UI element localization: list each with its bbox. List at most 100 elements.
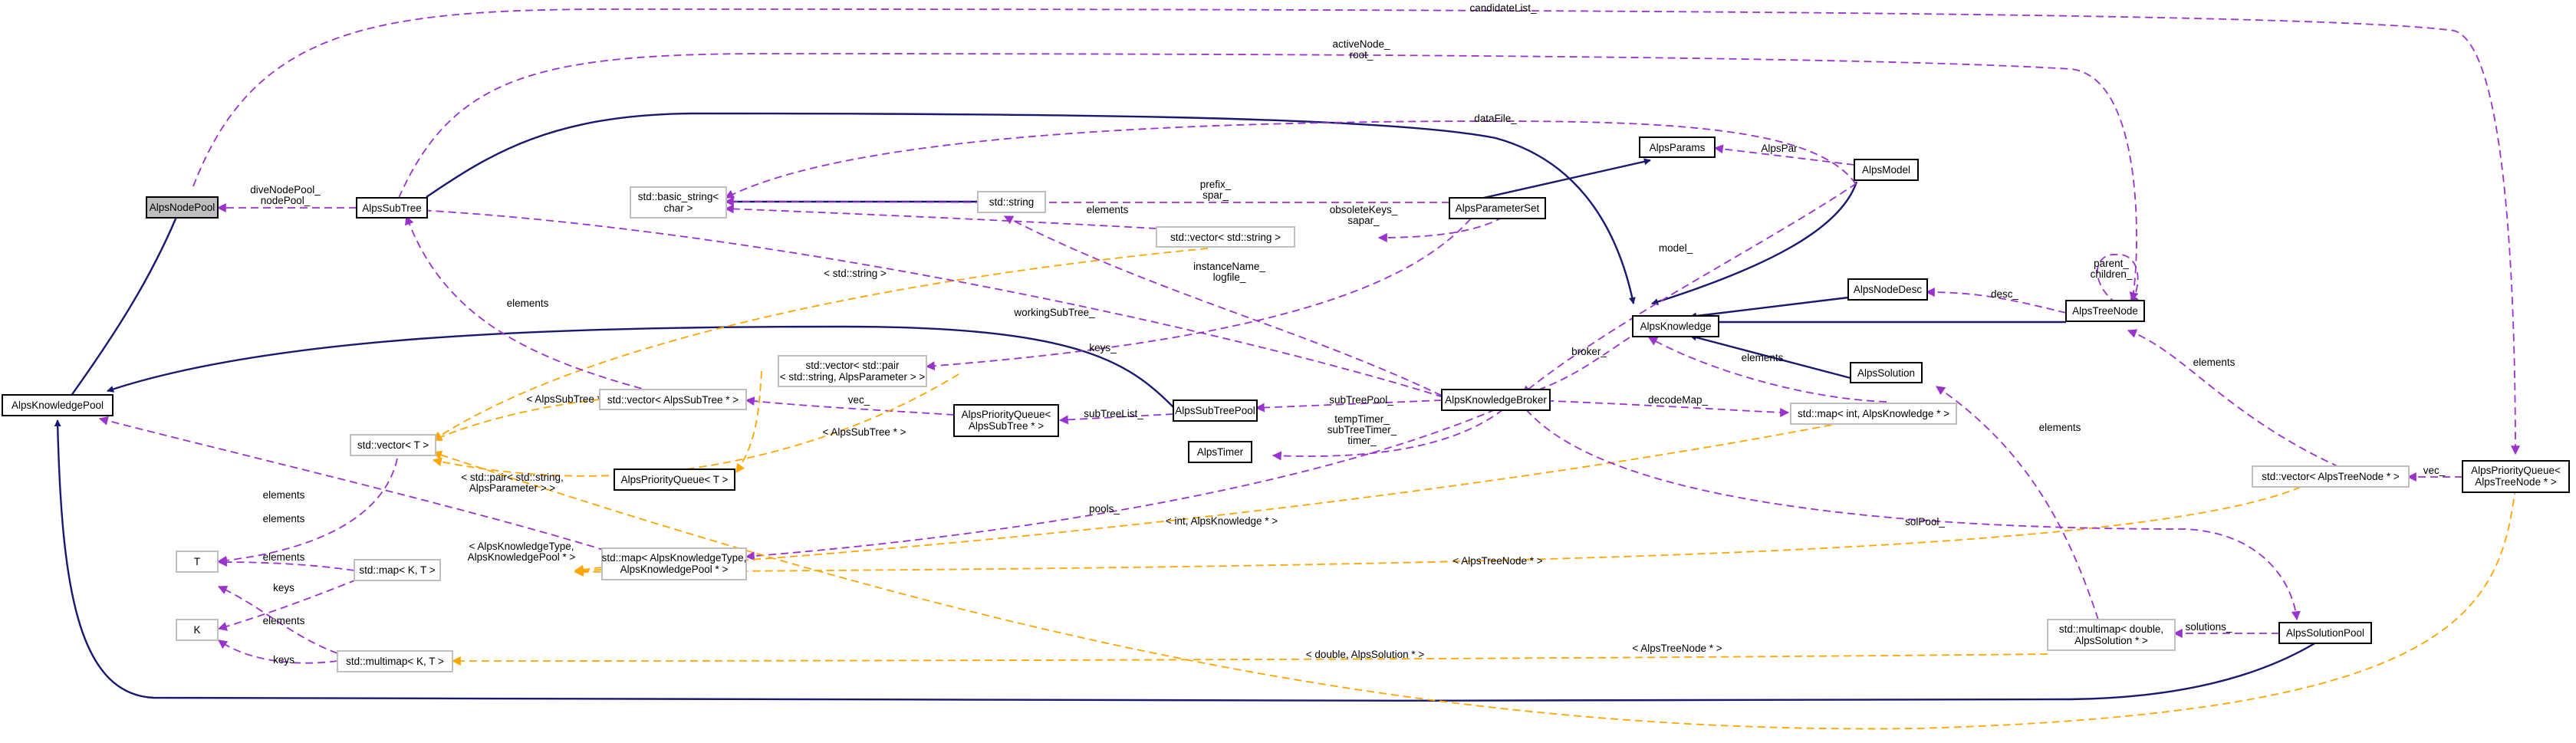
label-solutions: solutions_: [2186, 621, 2232, 633]
edge-pair-tpl: [432, 373, 959, 477]
edge-broker: [1521, 337, 1630, 397]
label-map-keys: keys: [273, 582, 294, 593]
edge-subtree-to-knowledge: [426, 112, 1636, 304]
label-instancename: instanceName_: [1193, 261, 1265, 272]
node-alpsknowledge[interactable]: AlpsKnowledge: [1632, 315, 1719, 337]
node-T[interactable]: T: [176, 551, 219, 573]
label-logfile: logfile_: [1213, 271, 1246, 283]
edge-instancename: [1003, 215, 1443, 396]
node-label: AlpsParameterSet: [1456, 202, 1540, 214]
node-multimap-KT[interactable]: std::multimap< K, T >: [337, 650, 453, 672]
edge-labels: candidateList_ activeNode_ root_ diveNod…: [250, 2, 2446, 666]
node-label: AlpsKnowledge: [1640, 321, 1711, 332]
label-kpool-tpl-1: < AlpsKnowledgeType,: [469, 541, 574, 552]
node-alpssubtreepool[interactable]: AlpsSubTreePool: [1173, 399, 1258, 422]
node-pq-T[interactable]: AlpsPriorityQueue< T >: [614, 468, 735, 491]
edge-multimap-elements: [217, 586, 338, 654]
label-map-elements: elements: [263, 551, 305, 563]
node-pq-subtree[interactable]: AlpsPriorityQueue< AlpsSubTree * >: [953, 404, 1059, 437]
node-alpsknowledgebroker[interactable]: AlpsKnowledgeBroker: [1441, 389, 1551, 411]
node-label: std::vector< AlpsTreeNode * >: [2262, 471, 2400, 482]
edge-params-to-parameterset: [1469, 158, 1651, 202]
label-subtreelist: subTreeList_: [1084, 408, 1143, 419]
node-alpsknowledgepool[interactable]: AlpsKnowledgePool: [2, 394, 114, 416]
node-label: std::vector< std::string >: [1170, 232, 1281, 243]
label-vec-treenode: vec_: [2423, 465, 2446, 476]
node-alpsparams[interactable]: AlpsParams: [1639, 136, 1716, 158]
label-T-elements: elements: [263, 513, 305, 524]
label-obsoletekeys: obsoleteKeys_: [1330, 204, 1398, 215]
edge-map-keys: [217, 579, 357, 631]
label-divenodepool: diveNodePool_: [250, 184, 321, 196]
node-alpstimer[interactable]: AlpsTimer: [1188, 441, 1252, 463]
node-alpssolution[interactable]: AlpsSolution: [1850, 362, 1923, 383]
label-children: children_: [2091, 268, 2133, 280]
node-vector-pair[interactable]: std::vector< std::pair < std::string, Al…: [778, 355, 927, 387]
node-label: AlpsNodePool: [150, 202, 215, 213]
label-broker: broker_: [1571, 346, 1607, 357]
edge-subtree-tpl2: [735, 370, 762, 473]
label-desc: desc_: [1991, 288, 2019, 300]
label-pair-tpl-1: < std::pair< std::string,: [461, 472, 564, 483]
node-label: T: [194, 556, 200, 567]
node-label: char >: [664, 202, 693, 214]
node-basic-string[interactable]: std::basic_string< char >: [630, 186, 727, 219]
node-map-KT[interactable]: std::map< K, T >: [354, 559, 441, 581]
edge-subtree-tpl: [432, 399, 600, 442]
node-std-string[interactable]: std::string: [977, 191, 1046, 213]
edge-model-to-knowledge: [1651, 181, 1858, 305]
node-alpsmodel[interactable]: AlpsModel: [1854, 159, 1919, 181]
node-label: AlpsSolutionPool: [2286, 627, 2364, 639]
node-label: std::map< int, AlpsKnowledge * >: [1798, 408, 1949, 419]
label-temptimer: tempTimer_: [1334, 413, 1390, 425]
node-alpssolutionpool[interactable]: AlpsSolutionPool: [2278, 622, 2372, 644]
node-alpstreenode[interactable]: AlpsTreeNode: [2065, 300, 2145, 322]
node-alpsnodedesc[interactable]: AlpsNodeDesc: [1847, 278, 1928, 301]
node-multimap-double[interactable]: std::multimap< double, AlpsSolution * >: [2047, 619, 2176, 651]
edge-double-solution-tpl: [451, 653, 2048, 666]
node-label: AlpsTreeNode: [2072, 305, 2138, 317]
node-label: AlpsSubTree * >: [969, 420, 1044, 432]
edge-decodemap: [1533, 399, 1790, 417]
label-activenode: activeNode_: [1332, 38, 1390, 50]
node-pq-treenode[interactable]: AlpsPriorityQueue< AlpsTreeNode * >: [2462, 460, 2570, 493]
node-label: AlpsPriorityQueue<: [2471, 465, 2561, 476]
label-vec-subtree: vec_: [848, 394, 870, 406]
node-map-knowledgepool[interactable]: std::map< AlpsKnowledgeType, AlpsKnowled…: [601, 547, 747, 580]
label-std-string-tpl: < std::string >: [824, 268, 887, 279]
edge-map-elements: [217, 557, 355, 571]
label-subtreetimer: subTreeTimer_: [1327, 424, 1397, 436]
label-int-knowledge-tpl: < int, AlpsKnowledge * >: [1166, 515, 1278, 527]
label-multimap-elements: elements: [263, 615, 305, 626]
edge-subtreepool-to-knowledgepool: [107, 325, 1174, 408]
label-prefix: prefix_: [1200, 179, 1232, 190]
label-alpspar: AlpsPar: [1761, 143, 1798, 154]
node-label: AlpsNodeDesc: [1854, 284, 1923, 295]
node-label: AlpsSolution: [1857, 367, 1915, 379]
edge-treenode-vector-elements: [2127, 329, 2340, 468]
node-label: AlpsParams: [1650, 142, 1706, 153]
label-subtree-tpl2: < AlpsSubTree * >: [822, 426, 906, 438]
node-alpsnodepool[interactable]: AlpsNodePool: [146, 196, 219, 219]
label-nodepool: nodePool_: [261, 195, 311, 206]
node-map-int-knowledge[interactable]: std::map< int, AlpsKnowledge * >: [1790, 403, 1957, 425]
node-label: < std::string, AlpsParameter > >: [780, 371, 926, 383]
node-alpsparameterset[interactable]: AlpsParameterSet: [1449, 197, 1546, 219]
node-label: std::map< K, T >: [359, 564, 435, 576]
label-strvec-elements: elements: [1087, 204, 1129, 215]
node-vector-string[interactable]: std::vector< std::string >: [1156, 226, 1295, 248]
edge-treenode-tpl2: [432, 450, 2516, 730]
node-vector-T[interactable]: std::vector< T >: [350, 434, 436, 456]
edge-nodepool-to-knowledgepool: [61, 207, 182, 410]
node-label: AlpsSubTree: [362, 202, 422, 214]
edge-workingsubtree: [418, 205, 1444, 398]
label-timer: timer_: [1347, 435, 1377, 446]
edge-kpool-elements: [98, 416, 607, 551]
node-label: K: [193, 624, 200, 636]
node-vector-treenode[interactable]: std::vector< AlpsTreeNode * >: [2252, 465, 2410, 488]
node-K[interactable]: K: [176, 619, 219, 641]
node-label: AlpsKnowledgePool: [12, 399, 104, 411]
node-alpssubtree[interactable]: AlpsSubTree: [356, 197, 428, 219]
node-vector-subtree[interactable]: std::vector< AlpsSubTree * >: [599, 389, 747, 410]
node-label: AlpsSubTreePool: [1175, 405, 1255, 416]
